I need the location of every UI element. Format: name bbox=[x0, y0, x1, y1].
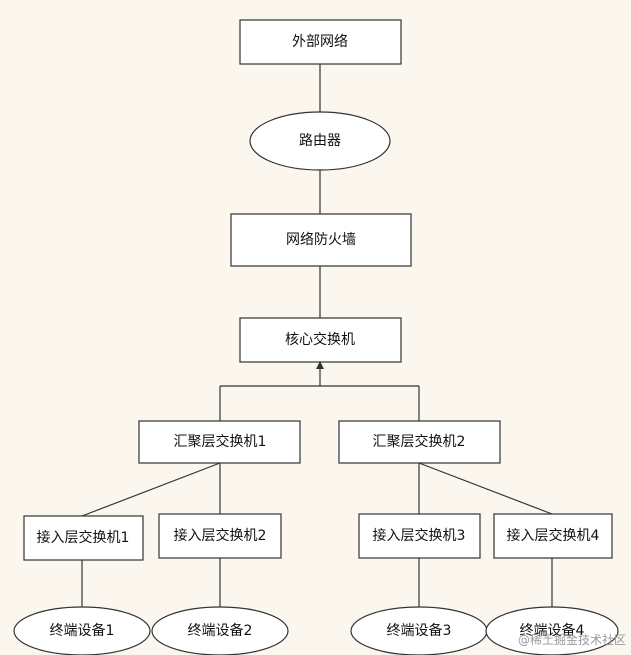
edge-agg1-access1 bbox=[81, 462, 221, 517]
node-label: 网络防火墙 bbox=[286, 232, 356, 248]
node-terminal-1: 终端设备1 bbox=[13, 606, 151, 655]
edges bbox=[81, 64, 553, 607]
node-label: 汇聚层交换机1 bbox=[174, 433, 267, 450]
node-label: 接入层交换机4 bbox=[507, 527, 600, 544]
edge-agg2-access4 bbox=[418, 462, 553, 515]
node-access-switch-3: 接入层交换机3 bbox=[358, 513, 481, 559]
node-label: 终端设备1 bbox=[50, 622, 115, 639]
node-access-switch-4: 接入层交换机4 bbox=[493, 513, 613, 559]
node-label: 终端设备4 bbox=[520, 622, 585, 639]
node-terminal-3: 终端设备3 bbox=[350, 606, 488, 655]
node-aggregation-switch-2: 汇聚层交换机2 bbox=[338, 420, 501, 464]
node-aggregation-switch-1: 汇聚层交换机1 bbox=[138, 420, 301, 464]
node-label: 接入层交换机2 bbox=[174, 527, 267, 544]
node-label: 接入层交换机3 bbox=[373, 527, 466, 544]
node-label: 接入层交换机1 bbox=[37, 529, 130, 546]
node-label: 路由器 bbox=[299, 133, 341, 149]
node-external-network: 外部网络 bbox=[239, 19, 402, 65]
node-label: 核心交换机 bbox=[285, 331, 355, 348]
node-access-switch-2: 接入层交换机2 bbox=[158, 513, 282, 559]
node-label: 汇聚层交换机2 bbox=[373, 433, 466, 450]
watermark: @稀土掘金技术社区 bbox=[518, 632, 626, 647]
node-router: 路由器 bbox=[249, 111, 391, 171]
node-label: 终端设备2 bbox=[188, 622, 253, 639]
node-access-switch-1: 接入层交换机1 bbox=[23, 515, 144, 561]
node-terminal-2: 终端设备2 bbox=[151, 606, 289, 655]
node-label: 外部网络 bbox=[292, 34, 348, 50]
node-label: 终端设备3 bbox=[387, 622, 452, 639]
node-firewall: 网络防火墙 bbox=[230, 213, 412, 267]
node-terminal-4: 终端设备4 bbox=[485, 606, 619, 655]
node-core-switch: 核心交换机 bbox=[239, 317, 402, 363]
